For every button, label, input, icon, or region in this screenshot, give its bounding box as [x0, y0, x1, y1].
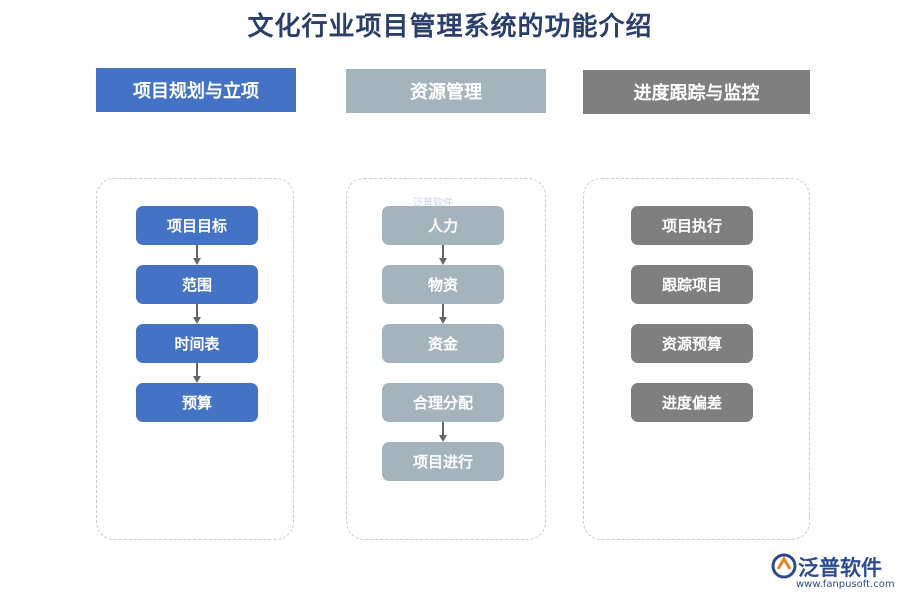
header-progress-tracking: 进度跟踪与监控: [583, 70, 810, 114]
watermark: 泛普软件: [413, 198, 453, 209]
node-resource-budget: 资源预算: [631, 324, 753, 363]
node-track-project: 跟踪项目: [631, 265, 753, 304]
panel-progress-tracking: [583, 178, 810, 540]
node-project-goal: 项目目标: [136, 206, 258, 245]
header-project-planning: 项目规划与立项: [96, 68, 296, 112]
header-resource-management: 资源管理: [346, 69, 546, 113]
panel-project-planning: [96, 178, 294, 540]
node-project-execution: 项目进行: [382, 442, 504, 481]
node-scope: 范围: [136, 265, 258, 304]
page-title: 文化行业项目管理系统的功能介绍: [247, 12, 653, 42]
node-allocation: 合理分配: [382, 383, 504, 422]
node-budget: 预算: [136, 383, 258, 422]
node-manpower: 人力: [382, 206, 504, 245]
fanpu-logo-icon: [771, 553, 797, 579]
logo-name: 泛普软件: [798, 556, 882, 580]
node-schedule: 时间表: [136, 324, 258, 363]
node-progress-deviation: 进度偏差: [631, 383, 753, 422]
node-materials: 物资: [382, 265, 504, 304]
brand-logo: 泛普软件 www.fanpusoft.com: [770, 552, 895, 596]
node-funds: 资金: [382, 324, 504, 363]
panel-resource-management: [346, 178, 546, 540]
node-project-run: 项目执行: [631, 206, 753, 245]
logo-url: www.fanpusoft.com: [796, 579, 895, 590]
